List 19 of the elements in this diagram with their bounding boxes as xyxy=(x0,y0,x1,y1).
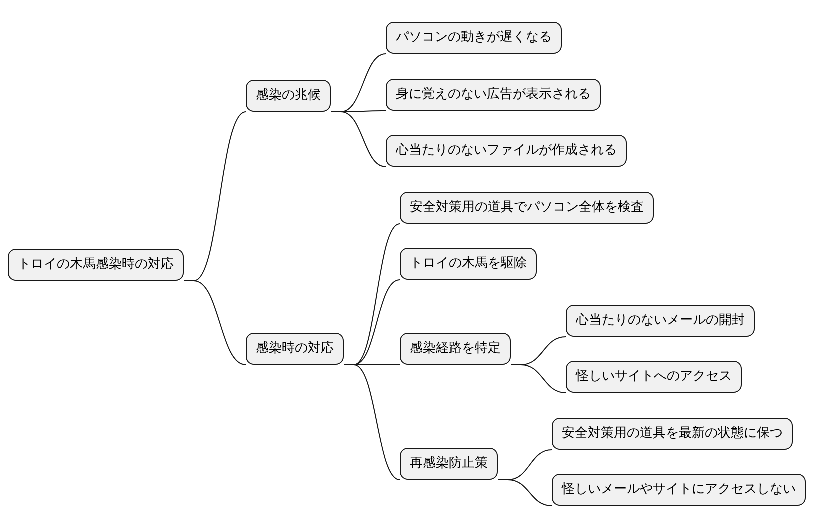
topic-box: 心当たりのないメールの開封 xyxy=(566,305,755,337)
topic-box: トロイの木馬を駆除 xyxy=(400,248,537,280)
topic-box: 安全対策用の道具でパソコン全体を検査 xyxy=(400,192,654,224)
topic-box: パソコンの動きが遅くなる xyxy=(386,22,562,54)
topic-box: 身に覚えのない広告が表示される xyxy=(386,79,601,111)
connector-line xyxy=(510,364,566,394)
topic-box: 怪しいメールやサイトにアクセスしない xyxy=(552,474,806,506)
topic-box: 心当たりのないファイルが作成される xyxy=(386,135,627,167)
topic-box: 感染の兆候 xyxy=(246,80,331,112)
topic-box: 安全対策用の道具を最新の状態に保つ xyxy=(552,418,793,450)
connector-line xyxy=(498,480,552,506)
topic-box: 感染経路を特定 xyxy=(400,333,511,365)
topic-box: トロイの木馬感染時の対応 xyxy=(8,249,184,281)
topic-box: 感染時の対応 xyxy=(246,333,344,365)
connector-line xyxy=(184,280,246,366)
topic-box: 怪しいサイトへのアクセス xyxy=(566,361,742,393)
connector-line xyxy=(330,112,386,168)
connector-line xyxy=(344,364,400,480)
topic-box: 再感染防止策 xyxy=(400,448,498,480)
